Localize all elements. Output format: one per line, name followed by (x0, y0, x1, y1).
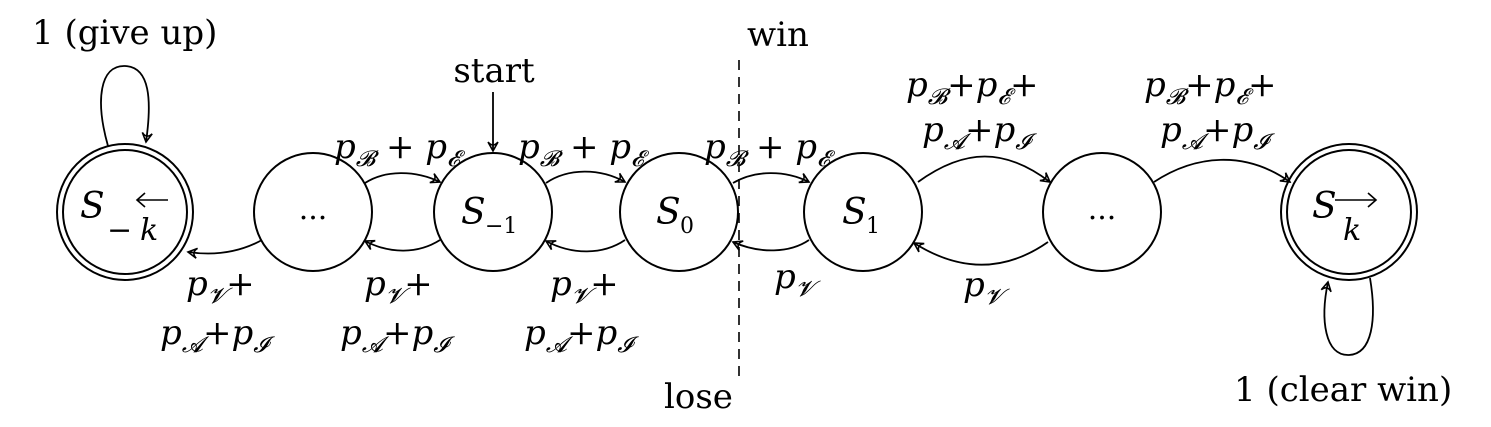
node-s1: S 1 (803, 152, 923, 272)
svg-text:p𝓐+p𝓘: p𝓐+p𝓘 (160, 313, 275, 358)
left-ellipsis-label: ... (299, 192, 328, 227)
node-s1-sub: 1 (866, 214, 880, 239)
node-s0-sub: 0 (680, 214, 694, 239)
svg-text:p𝓑+p𝓔+: p𝓑+p𝓔+ (906, 65, 1039, 110)
node-right-ellipsis: ... (1042, 152, 1162, 272)
edge-s1-to-s0 (731, 239, 810, 252)
label-back-s1-s0: p𝓥 (774, 257, 821, 302)
edge-right-dots-to-s-k (1153, 158, 1292, 183)
node-left-ellipsis: ... (253, 152, 373, 272)
label-back-left-dots-s-minus-k: p𝓥+ p𝓐+p𝓘 (160, 264, 275, 358)
label-back-s0-s-minus-1: p𝓥+ p𝓐+p𝓘 (524, 264, 639, 358)
label-forward-left-dots-s-minus-1: p𝓑 + p𝓔 (334, 127, 466, 172)
svg-text:p𝓥+: p𝓥+ (550, 264, 619, 309)
label-forward-s1-right-dots: p𝓑+p𝓔+ p𝓐+p𝓘 (906, 65, 1039, 155)
label-forward-s0-s1: p𝓑 + p𝓔 (704, 127, 836, 172)
svg-text:p𝓐+p𝓘: p𝓐+p𝓘 (340, 313, 455, 358)
edge-s0-to-s1 (732, 172, 811, 184)
label-forward-right-dots-s-k: p𝓑+p𝓔+ p𝓐+p𝓘 (1144, 65, 1277, 155)
label-forward-s-minus-1-s0: p𝓑 + p𝓔 (518, 127, 650, 172)
svg-text:p𝓑 + p𝓔: p𝓑 + p𝓔 (704, 127, 836, 172)
svg-text:p𝓥+: p𝓥+ (186, 264, 255, 309)
edge-left-dots-to-s-minus-1 (364, 172, 442, 184)
edge-right-dots-to-s1 (912, 241, 1049, 266)
edge-left-dots-to-s-minus-k (186, 239, 263, 259)
node-s0: S 0 (619, 152, 739, 272)
svg-text:p𝓐+p𝓘: p𝓐+p𝓘 (1160, 110, 1275, 155)
label-back-s-minus-1-left-dots: p𝓥+ p𝓐+p𝓘 (340, 264, 455, 358)
label-back-right-dots-s1: p𝓥 (963, 265, 1010, 310)
right-ellipsis-label: ... (1088, 192, 1117, 227)
node-s-k-sub: k (1343, 213, 1361, 248)
label-give-up: 1 (give up) (32, 13, 217, 53)
svg-text:p𝓥+: p𝓥+ (364, 264, 433, 309)
edge-s-minus-1-to-s0 (545, 170, 627, 184)
node-s-minus-1-main: S (461, 192, 486, 233)
node-s-k-main: S (1312, 186, 1337, 227)
node-s1-main: S (842, 192, 867, 233)
svg-text:p𝓑 + p𝓔: p𝓑 + p𝓔 (334, 127, 466, 172)
edge-s-minus-1-to-left-dots (363, 239, 441, 252)
node-s-minus-k-main: S (80, 186, 105, 227)
edge-s0-to-s-minus-1 (544, 239, 626, 253)
label-win: win (747, 15, 809, 55)
node-s-minus-k-sub: k (140, 213, 158, 248)
self-loop-clear-win (1320, 277, 1374, 356)
svg-text:p𝓥: p𝓥 (774, 257, 821, 302)
label-start: start (453, 51, 535, 91)
right-arrow-accent-head (1367, 192, 1378, 208)
node-s-minus-k-minus: − (107, 213, 132, 248)
svg-text:p𝓑 + p𝓔: p𝓑 + p𝓔 (518, 127, 650, 172)
label-clear-win: 1 (clear win) (1234, 370, 1452, 410)
svg-text:p𝓐+p𝓘: p𝓐+p𝓘 (922, 110, 1037, 155)
svg-text:p𝓥: p𝓥 (963, 265, 1010, 310)
node-s-k: S k (1280, 143, 1418, 281)
node-s0-main: S (656, 192, 681, 233)
edge-s1-to-right-dots (917, 155, 1052, 183)
self-loop-give-up (100, 65, 153, 147)
node-s-minus-1-sub: −1 (485, 214, 517, 239)
node-s-minus-k: S − k (56, 143, 194, 281)
left-arrow-accent-head (135, 192, 146, 208)
svg-text:p𝓑+p𝓔+: p𝓑+p𝓔+ (1144, 65, 1277, 110)
node-s-minus-1: S −1 (433, 152, 553, 272)
label-lose: lose (664, 377, 733, 417)
svg-text:p𝓐+p𝓘: p𝓐+p𝓘 (524, 313, 639, 358)
